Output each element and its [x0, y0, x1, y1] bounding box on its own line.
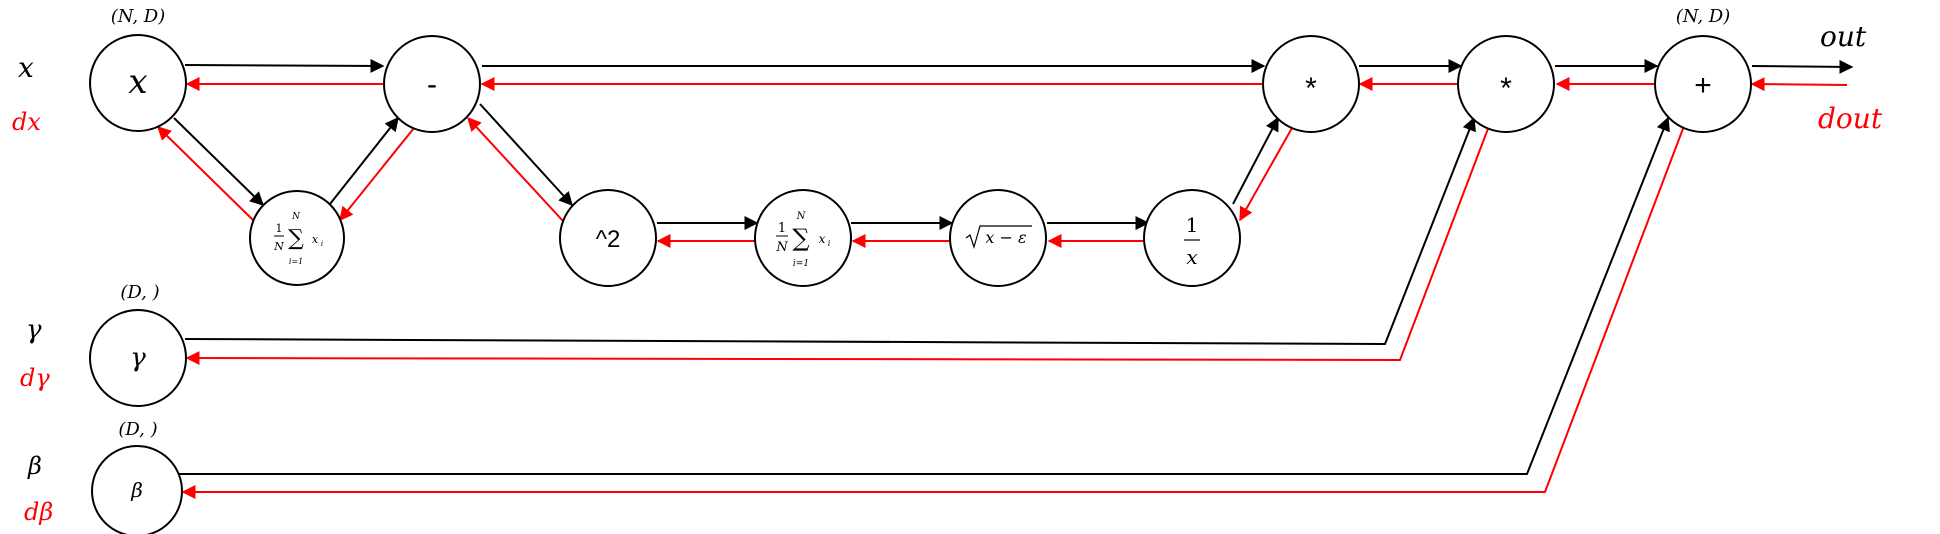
node-gamma: γ	[89, 309, 187, 407]
node-inverse-den: x	[1186, 245, 1197, 269]
node-inverse-num: 1	[1186, 213, 1199, 237]
grad-dbeta-label: dβ	[24, 498, 53, 526]
forward-edges	[173, 58, 1854, 475]
grad-dout-label: dout	[1818, 102, 1883, 135]
mean2-sum-sign: ∑	[792, 224, 809, 252]
node-inverse: 1 x	[1143, 189, 1241, 287]
grad-edge-mean1-to-x	[156, 126, 255, 222]
node-plus: +	[1654, 35, 1752, 133]
node-mul1: *	[1262, 35, 1360, 133]
node-sqrt-label: x − ε	[985, 228, 1026, 247]
input-x-label: x	[18, 51, 34, 84]
node-x-label: x	[128, 62, 147, 102]
backward-edges	[156, 77, 1848, 499]
grad-dgamma-label: dγ	[20, 364, 50, 392]
mean1-frac-den: N	[273, 240, 284, 253]
grad-dx-label: dx	[12, 108, 41, 136]
mean1-term: x	[312, 233, 319, 246]
mean1-sum-top: N	[291, 212, 301, 222]
grad-edge-mul2-to-gamma	[185, 125, 1490, 366]
mean2-frac-den: N	[775, 240, 788, 255]
node-minus: -	[383, 35, 481, 133]
node-minus-label: -	[427, 68, 437, 101]
node-x: x	[89, 34, 187, 132]
mean2-term-sub: i	[828, 239, 831, 248]
mean1-term-sub: i	[321, 240, 323, 248]
edge-plus-to-out	[1751, 59, 1854, 74]
node-plus-label: +	[1694, 69, 1712, 102]
node-square: ^2	[559, 189, 657, 287]
grad-edge-mul1-to-inverse	[1239, 127, 1293, 222]
node-gamma-label: γ	[130, 343, 146, 373]
input-beta-label: β	[27, 452, 42, 480]
node-mul2: *	[1457, 35, 1555, 133]
edge-x-to-mean1	[173, 117, 265, 206]
node-mean1: 1 N N ∑ i=1 x i	[249, 190, 345, 286]
node-mul2-label: *	[1500, 72, 1512, 105]
node-square-label: ^2	[596, 226, 621, 253]
grad-edge-plus-to-beta	[181, 125, 1685, 499]
edge-mean1-to-minus	[329, 116, 399, 205]
shape-gamma: (D, )	[120, 282, 159, 303]
node-beta-label: β	[130, 478, 143, 502]
mean1-frac-num: 1	[276, 222, 283, 235]
mean2-term: x	[819, 232, 826, 246]
output-out-label: out	[1820, 20, 1867, 53]
edge-beta-to-plus	[178, 116, 1670, 475]
node-sqrt: x − ε	[949, 189, 1047, 287]
mean1-sum-sign: ∑	[288, 226, 304, 251]
grad-edge-square-to-minus	[467, 116, 564, 222]
shape-beta: (D, )	[118, 419, 157, 440]
edge-gamma-to-mul2	[184, 116, 1476, 346]
edge-x-to-minus	[184, 58, 385, 73]
grad-edge-minus-to-mean1	[339, 127, 415, 222]
mean2-frac-num: 1	[778, 221, 786, 236]
mean2-sum-bot: i=1	[793, 259, 809, 269]
edge-inverse-to-mul1	[1232, 116, 1279, 205]
grad-edge-dout-to-plus	[1750, 77, 1848, 92]
node-mul1-label: *	[1305, 72, 1317, 105]
shape-x: (N, D)	[111, 6, 166, 27]
input-gamma-label: γ	[26, 315, 42, 345]
shape-plus: (N, D)	[1676, 6, 1731, 27]
edge-minus-to-square	[479, 103, 573, 207]
mean2-sum-top: N	[796, 211, 807, 222]
node-mean2: 1 N N ∑ i=1 x i	[754, 189, 852, 287]
node-beta: β	[91, 445, 183, 534]
mean1-sum-bot: i=1	[289, 257, 303, 266]
